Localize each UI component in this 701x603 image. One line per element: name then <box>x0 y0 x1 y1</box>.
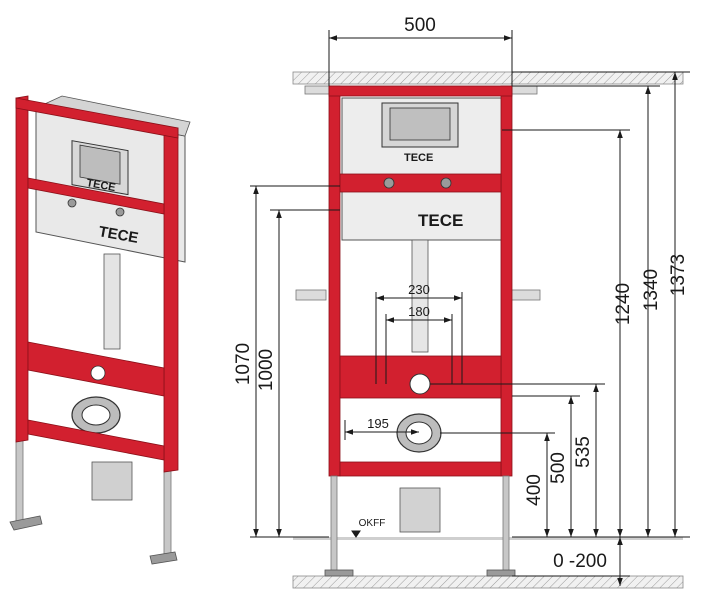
label-1240: 1240 <box>613 283 634 325</box>
frame-bottom-rail <box>27 419 165 461</box>
flush-pipe <box>103 253 121 350</box>
frame-mid-rail <box>27 177 165 215</box>
left-leg <box>15 439 24 526</box>
front-top-rail <box>328 85 513 97</box>
front-view: TECE TECE <box>292 71 684 589</box>
label-0-200: 0 -200 <box>553 551 607 572</box>
label-500-height: 500 <box>548 452 569 484</box>
perspective-brand-large: TECE <box>97 223 139 247</box>
water-inlet-right <box>115 207 125 217</box>
frame-right-post <box>163 127 179 473</box>
mounting-hole <box>90 365 106 381</box>
front-left-foot <box>324 569 354 577</box>
front-left-post <box>328 85 341 477</box>
front-drain-inner <box>405 421 433 445</box>
label-400: 400 <box>524 474 545 506</box>
drain-pipe <box>91 461 133 501</box>
front-actuator-inner <box>389 107 451 141</box>
water-inlet-left <box>67 198 77 208</box>
front-drain-pipe <box>399 487 441 533</box>
label-500-width: 500 <box>404 15 436 36</box>
ceiling-slab <box>292 71 684 85</box>
dimension-lines <box>250 30 690 586</box>
front-inlet-left <box>383 177 395 189</box>
frame-top-rail <box>15 97 179 139</box>
right-foot <box>149 551 178 565</box>
right-leg <box>163 469 172 556</box>
front-left-leg <box>330 475 338 575</box>
front-brand-small: TECE <box>404 152 433 164</box>
perspective-view: TECE TECE <box>9 95 191 565</box>
label-1070: 1070 <box>233 343 254 385</box>
front-right-foot <box>486 569 516 577</box>
label-195: 195 <box>367 416 389 431</box>
label-1373: 1373 <box>668 254 689 296</box>
label-535: 535 <box>573 436 594 468</box>
front-right-post <box>500 85 513 477</box>
label-okff: OKFF <box>359 518 386 529</box>
perspective-brand-small: TECE <box>85 177 116 194</box>
front-mounting-hole <box>409 373 431 395</box>
floor-finished <box>293 537 683 540</box>
left-foot <box>9 515 43 531</box>
front-red-frame <box>328 85 513 477</box>
okff-marker <box>351 530 361 538</box>
actuator-inner <box>79 144 121 185</box>
wall-bracket-top-left <box>304 85 331 95</box>
wall-bracket-mid-left <box>295 289 327 301</box>
label-230: 230 <box>408 282 430 297</box>
wall-bracket-top-right <box>511 85 538 95</box>
wall-bracket-mid-right <box>509 289 541 301</box>
front-mid-rail <box>339 173 502 193</box>
label-1000: 1000 <box>256 349 277 391</box>
floor-slab <box>292 575 684 589</box>
drain-connector-inner <box>81 404 111 426</box>
frame-left-post <box>15 95 29 443</box>
front-inlet-right <box>440 177 452 189</box>
front-right-leg <box>502 475 510 575</box>
label-1340: 1340 <box>641 269 662 311</box>
dimension-labels: 500 1373 1340 1240 1070 1000 230 180 195… <box>233 15 689 572</box>
label-180: 180 <box>408 304 430 319</box>
front-brand-large: TECE <box>418 211 463 230</box>
front-bottom-rail <box>339 461 502 477</box>
